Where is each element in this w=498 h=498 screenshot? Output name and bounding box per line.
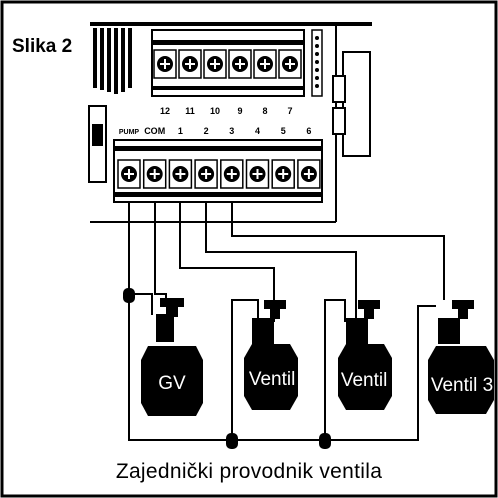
figure-caption: Zajednički provodnik ventila: [116, 460, 382, 483]
top-terminal-label: 10: [210, 106, 220, 116]
top-terminal-label: 11: [185, 106, 195, 116]
top-terminal-screw: [253, 49, 277, 79]
ribbon-cable: [93, 28, 132, 94]
bottom-terminal-screw: [168, 159, 193, 189]
valve-label-ventil-3: Ventil 3: [431, 375, 493, 396]
sensor-switch: [88, 105, 107, 183]
bottom-terminal-screws: [117, 159, 321, 189]
valve-label-ventil-1: Ventil 1: [249, 369, 311, 390]
indicator-strip: [311, 29, 323, 97]
top-terminal-screw: [278, 49, 302, 79]
bottom-terminal-label: COM: [144, 126, 165, 136]
top-terminal-label: 9: [237, 106, 242, 116]
valve-gv: [141, 298, 203, 416]
gv-common-wire: [129, 293, 153, 315]
bottom-terminal-screw: [117, 159, 141, 189]
bottom-terminal-screw: [142, 159, 167, 189]
top-terminal-labels: 12 11 10 9 8 7: [160, 106, 293, 116]
wires: [128, 202, 445, 441]
bottom-terminal-label: 6: [306, 126, 311, 136]
common-branch-ventil-2: [324, 299, 346, 440]
top-terminal-label: 7: [287, 106, 292, 116]
valve-label-ventil-2: Ventil 2: [341, 370, 403, 391]
splice-nodes: [123, 288, 331, 449]
top-terminal-label: 8: [262, 106, 267, 116]
bottom-terminal-screw: [271, 159, 295, 189]
zone-1-wire: [179, 202, 275, 322]
valve-ventil-3: [428, 300, 494, 414]
bottom-terminal-screw: [220, 159, 244, 189]
top-terminal-screw: [153, 49, 177, 79]
top-terminal-label: 12: [160, 106, 170, 116]
top-terminal-screw: [178, 49, 202, 79]
top-terminal-screw: [203, 49, 227, 79]
valve-label-gv: GV: [158, 373, 186, 394]
zone-3-wire: [231, 202, 445, 300]
valve-ventil-2: [338, 300, 392, 410]
side-connector: [332, 51, 371, 157]
bottom-terminal-label: 2: [204, 126, 209, 136]
bottom-terminal-screw: [245, 159, 270, 189]
bottom-terminal-screw: [297, 159, 321, 189]
bottom-terminal-label: PUMP: [119, 129, 140, 136]
common-bus-wire: [128, 300, 436, 441]
figure-title: Slika 2: [12, 36, 72, 57]
common-branch-ventil-1: [231, 299, 259, 440]
bottom-terminal-label: 1: [178, 126, 183, 136]
zone-2-wire: [205, 202, 357, 322]
pump-wire: [154, 202, 167, 300]
top-terminal-screws: [153, 49, 302, 79]
bottom-terminal-screw: [194, 159, 218, 189]
bottom-terminal-label: 3: [229, 126, 234, 136]
bottom-terminal-label: 4: [255, 126, 260, 136]
bottom-terminal-labels: PUMP COM 1 2 3 4 5 6: [119, 126, 312, 136]
valve-ventil-1: [244, 300, 298, 410]
top-terminal-screw: [228, 49, 252, 79]
bottom-terminal-label: 5: [281, 126, 286, 136]
